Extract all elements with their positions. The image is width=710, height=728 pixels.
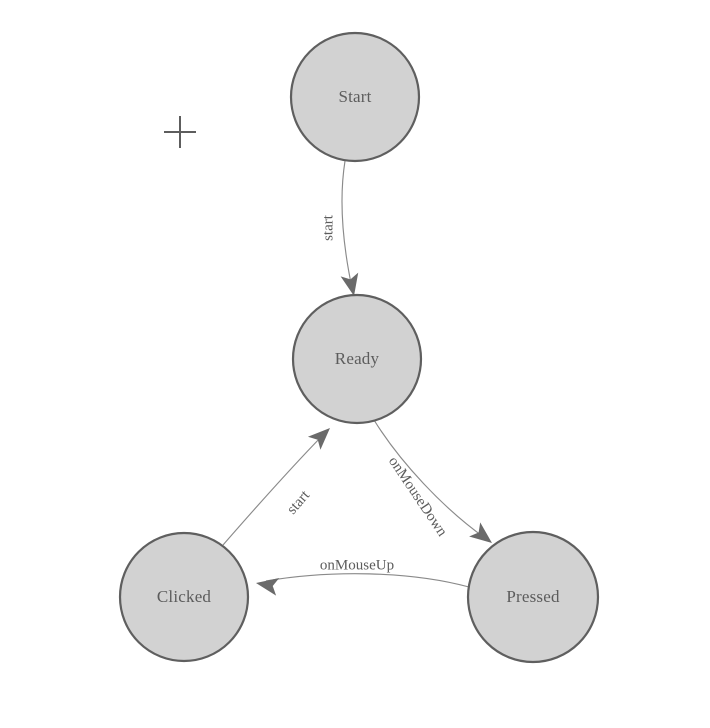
node-shape bbox=[291, 293, 423, 425]
node-group: Start Ready Clicked Pressed bbox=[118, 31, 600, 664]
edge-path bbox=[265, 573, 470, 588]
node-label: Clicked bbox=[157, 587, 212, 606]
node-shape bbox=[289, 31, 421, 163]
arrow-head-icon bbox=[256, 577, 280, 596]
node-shape bbox=[466, 530, 600, 664]
node-ready[interactable]: Ready bbox=[291, 293, 423, 425]
edge-path bbox=[341, 160, 353, 289]
edge-label-ready-to-pressed: onMouseDown bbox=[385, 454, 450, 540]
edge-clicked-to-ready[interactable]: start bbox=[222, 422, 336, 546]
arrow-head-icon bbox=[307, 428, 330, 450]
node-start[interactable]: Start bbox=[289, 31, 421, 163]
arrow-head-icon bbox=[469, 522, 492, 543]
node-label: Pressed bbox=[506, 587, 560, 606]
edge-ready-to-pressed[interactable]: onMouseDown bbox=[373, 419, 498, 550]
edge-label-start-to-ready: start bbox=[320, 214, 336, 241]
node-pressed[interactable]: Pressed bbox=[466, 530, 600, 664]
node-label: Start bbox=[338, 87, 371, 106]
edge-label-clicked-to-ready: start bbox=[284, 487, 314, 518]
edge-path bbox=[373, 419, 486, 539]
edge-start-to-ready[interactable]: start bbox=[320, 160, 362, 298]
node-label: Ready bbox=[335, 349, 380, 368]
edge-path bbox=[222, 435, 323, 546]
crosshair-icon[interactable] bbox=[164, 116, 196, 148]
arrow-head-icon bbox=[340, 272, 359, 296]
node-shape bbox=[118, 531, 250, 663]
node-clicked[interactable]: Clicked bbox=[118, 531, 250, 663]
edge-label-pressed-to-clicked: onMouseUp bbox=[320, 557, 394, 573]
edge-pressed-to-clicked[interactable]: onMouseUp bbox=[254, 557, 470, 596]
